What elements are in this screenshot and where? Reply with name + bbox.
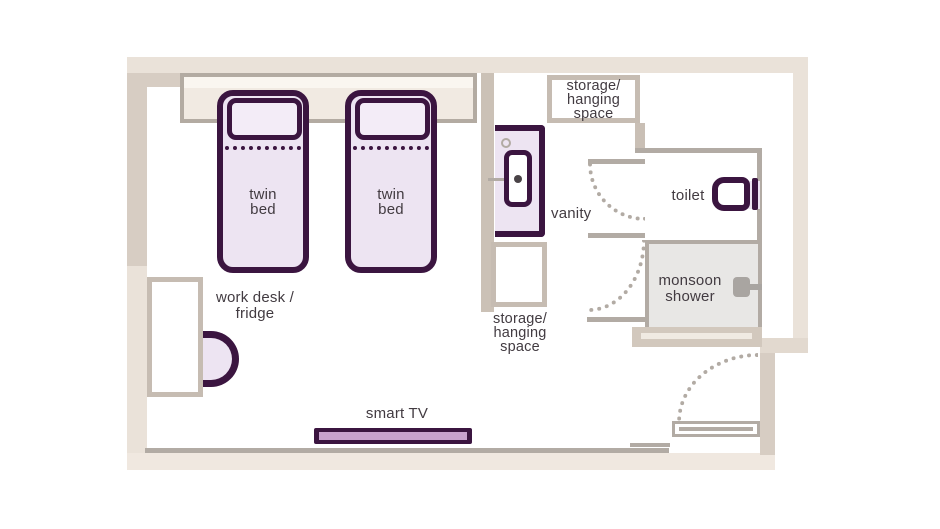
label-work-desk: work desk /fridge [215,289,295,322]
label-toilet: toilet [671,187,705,204]
wall-bottom-band [127,453,775,470]
wall-bath-bottom [632,327,762,347]
wall-bedroom-right [481,73,494,312]
drain-circle [501,138,511,148]
shower-arm [750,284,762,290]
pillow-2 [355,98,430,140]
faucet-dot [514,175,522,183]
wall-bath-bottom-stripe [641,333,752,339]
desk-chair [203,331,239,387]
pillow-1 [227,98,302,140]
wall-right-band [793,57,808,353]
wall-entrance-right [760,338,775,455]
shower-head-icon [733,277,750,297]
wall-toilet-top [635,148,762,153]
toilet-tank [752,178,758,210]
work-desk [147,277,203,397]
wall-right-connector [760,338,808,353]
door-swing-shower [589,240,646,312]
tv-screen [319,432,467,440]
headboard-shelf [184,77,473,88]
supply-line [488,178,504,181]
entrance-door-leaf [672,421,760,437]
wall-corridor-bottom [587,317,648,322]
door-swing-entrance [677,353,758,422]
wall-top-band [127,57,808,73]
wall-under-storage [635,123,645,152]
toilet-bowl [712,177,750,211]
smart-tv [314,428,472,444]
wall-stub-shower-door [588,233,645,238]
wall-bottom-line [145,448,669,453]
wall-stub-toilet-door [588,159,645,164]
wall-bottom-short-line [630,443,670,447]
entrance-door-leaf-core [679,427,753,431]
wall-left-lower [127,266,147,453]
wall-left-upper [127,73,147,266]
blanket-line-2 [353,146,429,150]
label-vanity: vanity [551,205,592,222]
blanket-line-1 [225,146,301,150]
storage-bottom-box [491,242,547,307]
wall-corner-step [147,73,180,87]
storage-top-box [547,75,640,123]
label-smart-tv: smart TV [365,405,429,422]
